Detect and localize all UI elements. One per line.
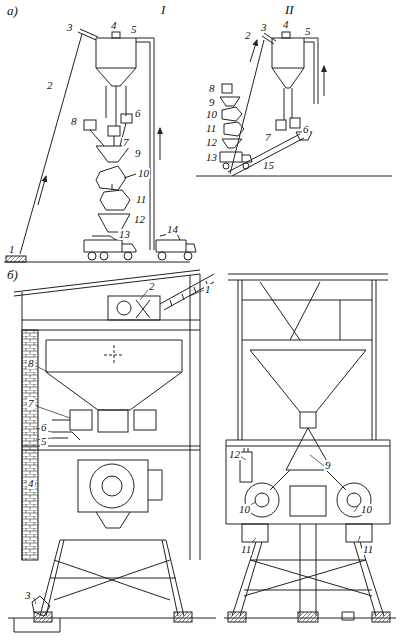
callout-number: 4 <box>27 478 35 489</box>
callout-number: 7 <box>122 137 130 148</box>
callout-number: 8 <box>70 116 78 127</box>
callout-number: 1 <box>8 244 16 255</box>
callout-number: 2 <box>244 30 252 41</box>
callout-number: 7 <box>27 398 35 409</box>
callout-number: 11 <box>205 123 217 134</box>
callout-number: 3 <box>260 22 268 33</box>
callout-number: 10 <box>137 168 150 179</box>
callout-number: 12 <box>133 214 146 225</box>
callout-number: 5 <box>40 436 48 447</box>
callout-number: 9 <box>208 97 216 108</box>
callout-number: 10 <box>360 504 373 515</box>
plant-front-view <box>224 274 396 622</box>
callout-number: 14 <box>166 224 179 235</box>
part-letter: б) <box>6 268 19 281</box>
callout-number: 8 <box>27 358 35 369</box>
callout-number: 6 <box>40 422 48 433</box>
callout-number: 10 <box>205 109 218 120</box>
callout-number: 6 <box>302 124 310 135</box>
callout-number: 6 <box>134 108 142 119</box>
callout-number: 15 <box>262 160 275 171</box>
callout-number: 2 <box>46 80 54 91</box>
callout-number: 9 <box>134 148 142 159</box>
callout-number: 10 <box>238 504 251 515</box>
callout-number: 13 <box>205 152 218 163</box>
scheme-numeral: II <box>284 3 295 16</box>
callout-number: 12 <box>205 137 218 148</box>
callout-number: 7 <box>264 132 272 143</box>
callout-number: 1 <box>204 284 212 295</box>
part-letter: а) <box>6 4 19 17</box>
leader-lines <box>30 290 360 604</box>
scheme-one <box>4 29 196 262</box>
callout-number: 3 <box>24 590 32 601</box>
callout-number: 9 <box>324 460 332 471</box>
scheme-numeral: I <box>160 3 166 16</box>
callout-number: 5 <box>304 26 312 37</box>
scheme-two <box>196 32 392 176</box>
callout-number: 11 <box>240 544 252 555</box>
callout-number: 11 <box>362 544 374 555</box>
callout-number: 11 <box>135 194 147 205</box>
callout-number: 8 <box>208 83 216 94</box>
callout-number: 5 <box>130 24 138 35</box>
callout-number: 4 <box>110 20 118 31</box>
callout-number: 12 <box>228 449 241 460</box>
callout-number: 4 <box>282 19 290 30</box>
callout-number: 3 <box>66 22 74 33</box>
plant-side-view <box>8 270 216 632</box>
callout-number: 2 <box>148 281 156 292</box>
callout-number: 13 <box>118 229 131 240</box>
